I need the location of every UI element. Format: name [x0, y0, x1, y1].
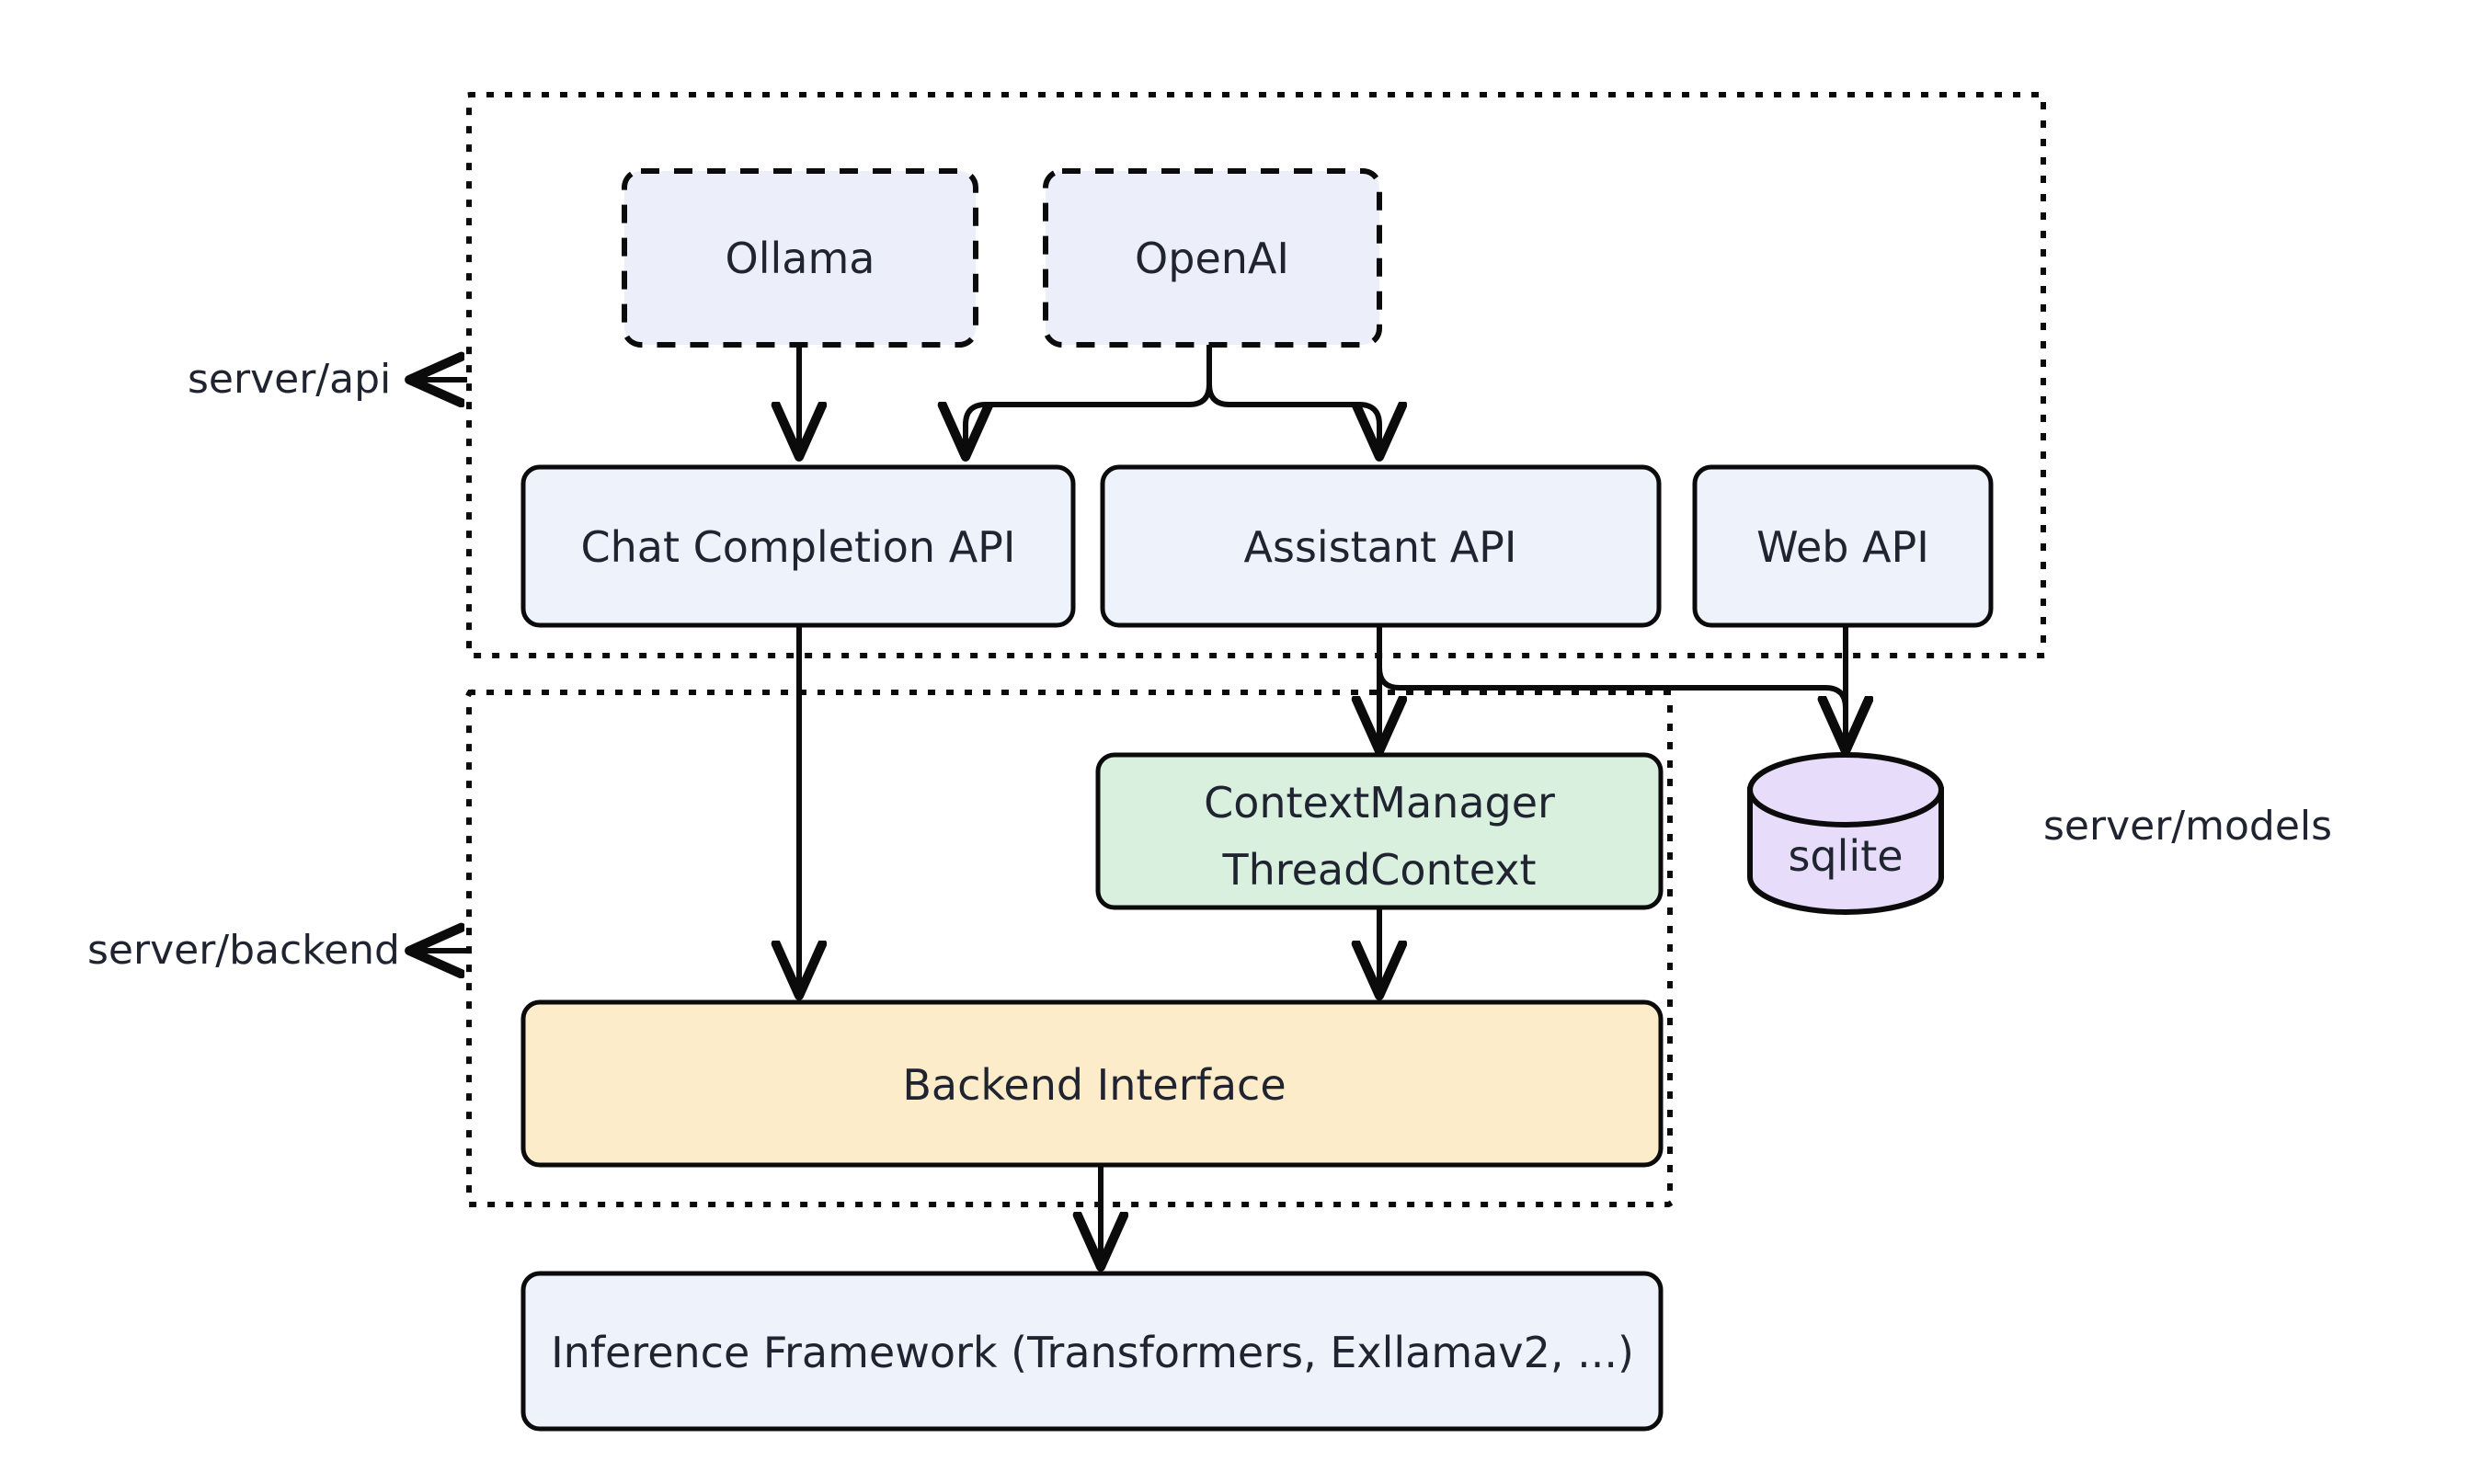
- node-openai-shape: [1043, 168, 1382, 348]
- node-ollama-label: Ollama: [726, 234, 875, 283]
- node-inference-framework-shape: [520, 1271, 1664, 1432]
- node-web-api-shape: [1692, 464, 1994, 628]
- node-context-manager-shape: [1095, 752, 1664, 910]
- node-ollama[interactable]: Ollama: [622, 168, 978, 348]
- node-ollama-shape: [622, 168, 978, 348]
- edge-assistant-api-to-sqlite: [1377, 625, 1846, 747]
- node-inference-framework-label: Inference Framework (Transformers, Exlla…: [551, 1328, 1634, 1377]
- edge-openai-to-chat-completion-api: [966, 345, 1212, 452]
- node-assistant-api[interactable]: Assistant API: [1100, 464, 1662, 628]
- node-chat-completion-api-shape: [520, 464, 1076, 628]
- node-backend-interface-shape: [520, 999, 1664, 1168]
- node-backend-interface-label: Backend Interface: [902, 1060, 1286, 1110]
- node-assistant-api-label: Assistant API: [1244, 522, 1517, 572]
- node-chat-completion-api[interactable]: Chat Completion API: [520, 464, 1076, 628]
- node-sqlite-top-ellipse: [1747, 752, 1944, 828]
- node-inference-framework[interactable]: Inference Framework (Transformers, Exlla…: [520, 1271, 1664, 1432]
- node-web-api[interactable]: Web API: [1692, 464, 1994, 628]
- node-web-api-label: Web API: [1756, 522, 1929, 572]
- node-sqlite[interactable]: sqlite: [1747, 752, 1944, 915]
- node-context-manager[interactable]: ContextManager ThreadContext: [1095, 752, 1664, 910]
- node-openai[interactable]: OpenAI: [1043, 168, 1382, 348]
- node-chat-completion-api-label: Chat Completion API: [581, 522, 1016, 572]
- node-context-manager-label-line1: ContextManager: [1204, 778, 1555, 828]
- group-label-server-api: server/api: [188, 356, 391, 403]
- node-sqlite-label: sqlite: [1788, 831, 1903, 881]
- group-container-server-backend: [466, 690, 1673, 1207]
- node-assistant-api-shape: [1100, 464, 1662, 628]
- node-context-manager-label-line2: ThreadContext: [1221, 845, 1536, 895]
- group-label-server-backend: server/backend: [87, 927, 400, 974]
- edge-openai-to-assistant-api: [1206, 345, 1379, 452]
- node-openai-label: OpenAI: [1135, 234, 1289, 283]
- group-label-server-models: server/models: [2043, 803, 2332, 850]
- node-backend-interface[interactable]: Backend Interface: [520, 999, 1664, 1168]
